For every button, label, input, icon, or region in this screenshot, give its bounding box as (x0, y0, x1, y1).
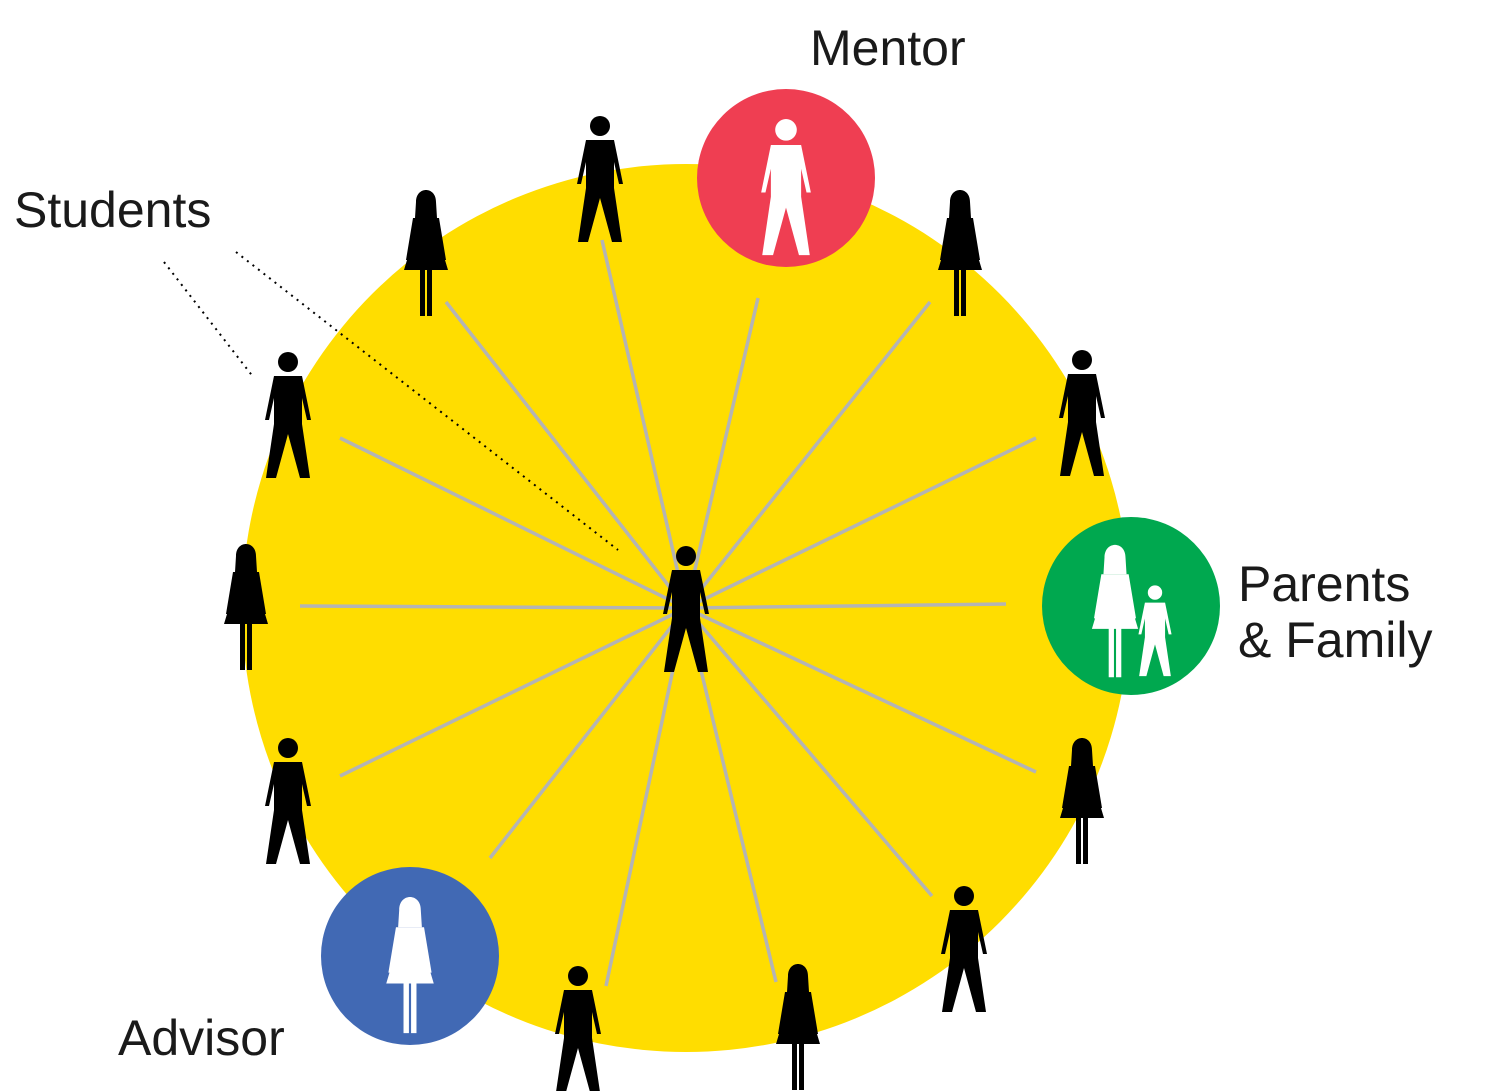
connection-line (685, 606, 1037, 774)
mentor-label: Mentor (810, 20, 966, 76)
connection-lines (299, 239, 1037, 987)
mentor-node (697, 89, 875, 267)
parents-label-line1: Parents (1238, 556, 1411, 612)
connection-line (684, 606, 934, 898)
connection-line (684, 297, 760, 609)
connection-line (685, 602, 1007, 610)
people-nodes (224, 89, 1220, 1091)
students-label: Students (14, 182, 212, 238)
connection-line (339, 606, 687, 778)
connection-line (444, 300, 688, 610)
connection-line (299, 604, 687, 610)
connection-line (685, 436, 1037, 610)
connection-line (600, 239, 688, 609)
connection-line (339, 436, 687, 610)
parents-node (1042, 517, 1220, 695)
connection-line (684, 300, 932, 610)
parents-family-label: Parents & Family (1238, 556, 1432, 668)
advisor-node (321, 867, 499, 1045)
connection-line (488, 606, 688, 860)
parents-label-line2: & Family (1238, 612, 1433, 668)
advisor-label: Advisor (118, 1010, 285, 1066)
